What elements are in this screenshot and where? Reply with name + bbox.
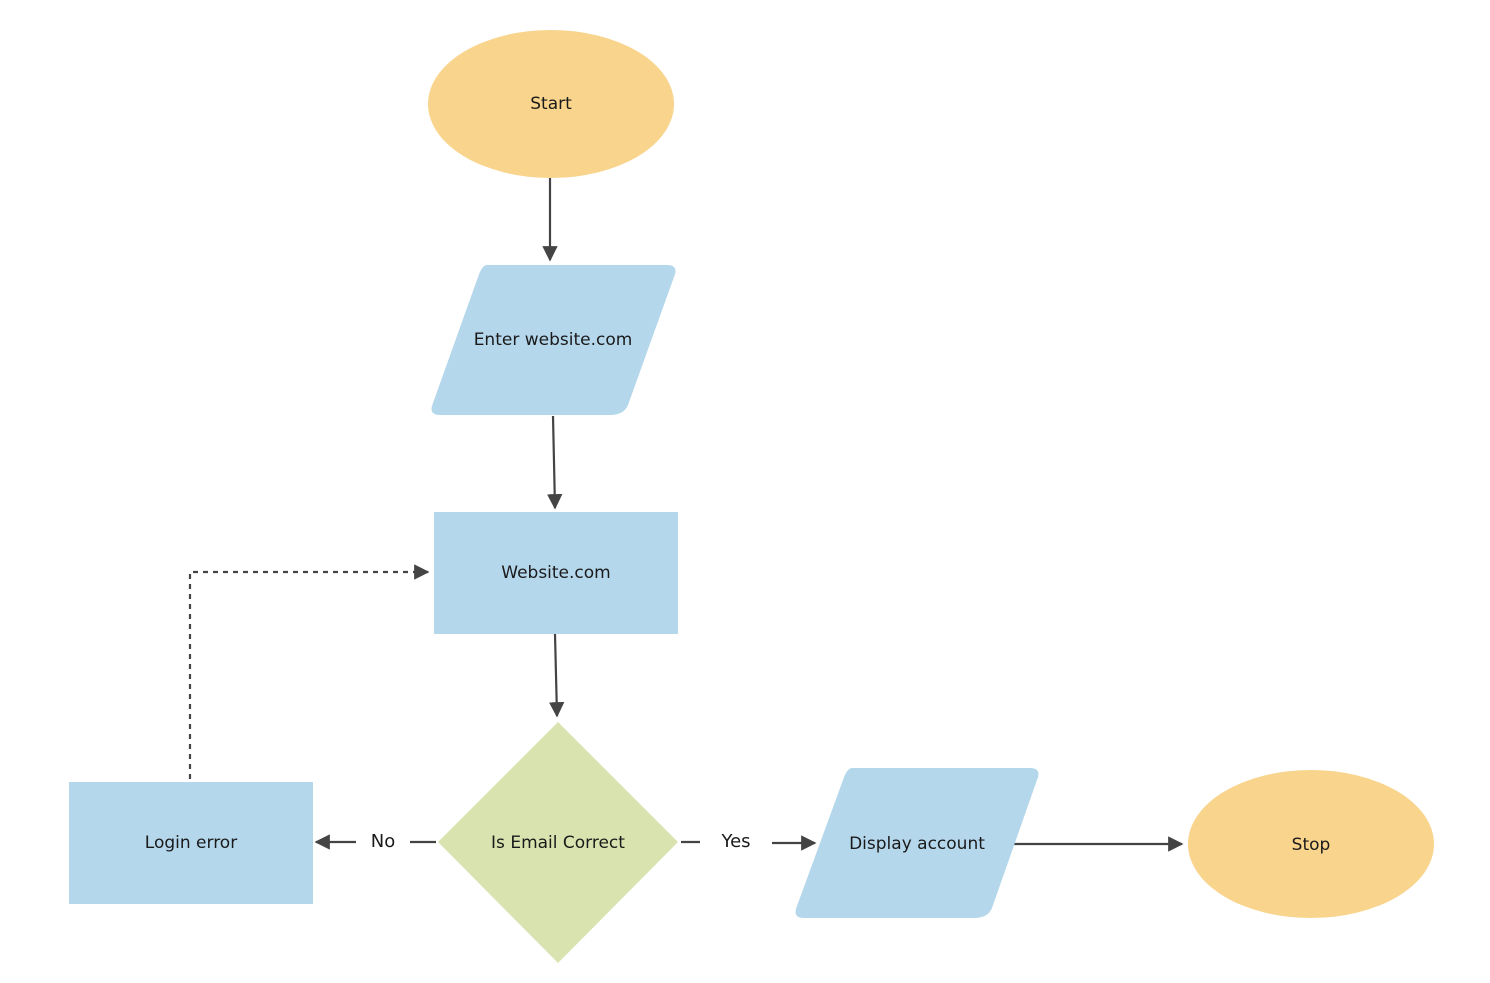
enter-website-input-shape — [431, 265, 676, 415]
display-account-output-shape — [795, 768, 1039, 918]
edge-login-error-back-to-website — [188, 564, 430, 779]
edge-label-no: No — [371, 831, 395, 852]
stop-terminal-shape — [1188, 770, 1434, 918]
stop-label: Stop — [1292, 835, 1331, 855]
login-error-label: Login error — [145, 833, 237, 853]
node-stop[interactable]: Stop — [1188, 770, 1434, 918]
website-process-shape — [434, 512, 678, 634]
display-account-label: Display account — [849, 834, 985, 854]
decision-label: Is Email Correct — [491, 833, 625, 853]
start-terminal-shape — [428, 30, 674, 178]
edge-website-to-decision — [548, 633, 565, 718]
node-website[interactable]: Website.com — [434, 512, 678, 634]
login-error-process-shape — [69, 782, 313, 904]
enter-website-label: Enter website.com — [474, 330, 633, 350]
decision-diamond-shape — [438, 722, 678, 963]
node-enter-website[interactable]: Enter website.com — [431, 265, 676, 415]
edge-enter-to-website — [547, 415, 563, 510]
node-login-error[interactable]: Login error — [69, 782, 313, 904]
node-decision[interactable]: Is Email Correct — [438, 722, 678, 963]
website-label: Website.com — [501, 563, 610, 583]
node-start[interactable]: Start — [428, 30, 674, 178]
node-display-account[interactable]: Display account — [795, 768, 1039, 918]
start-label: Start — [530, 94, 572, 114]
edge-label-yes: Yes — [720, 831, 750, 852]
